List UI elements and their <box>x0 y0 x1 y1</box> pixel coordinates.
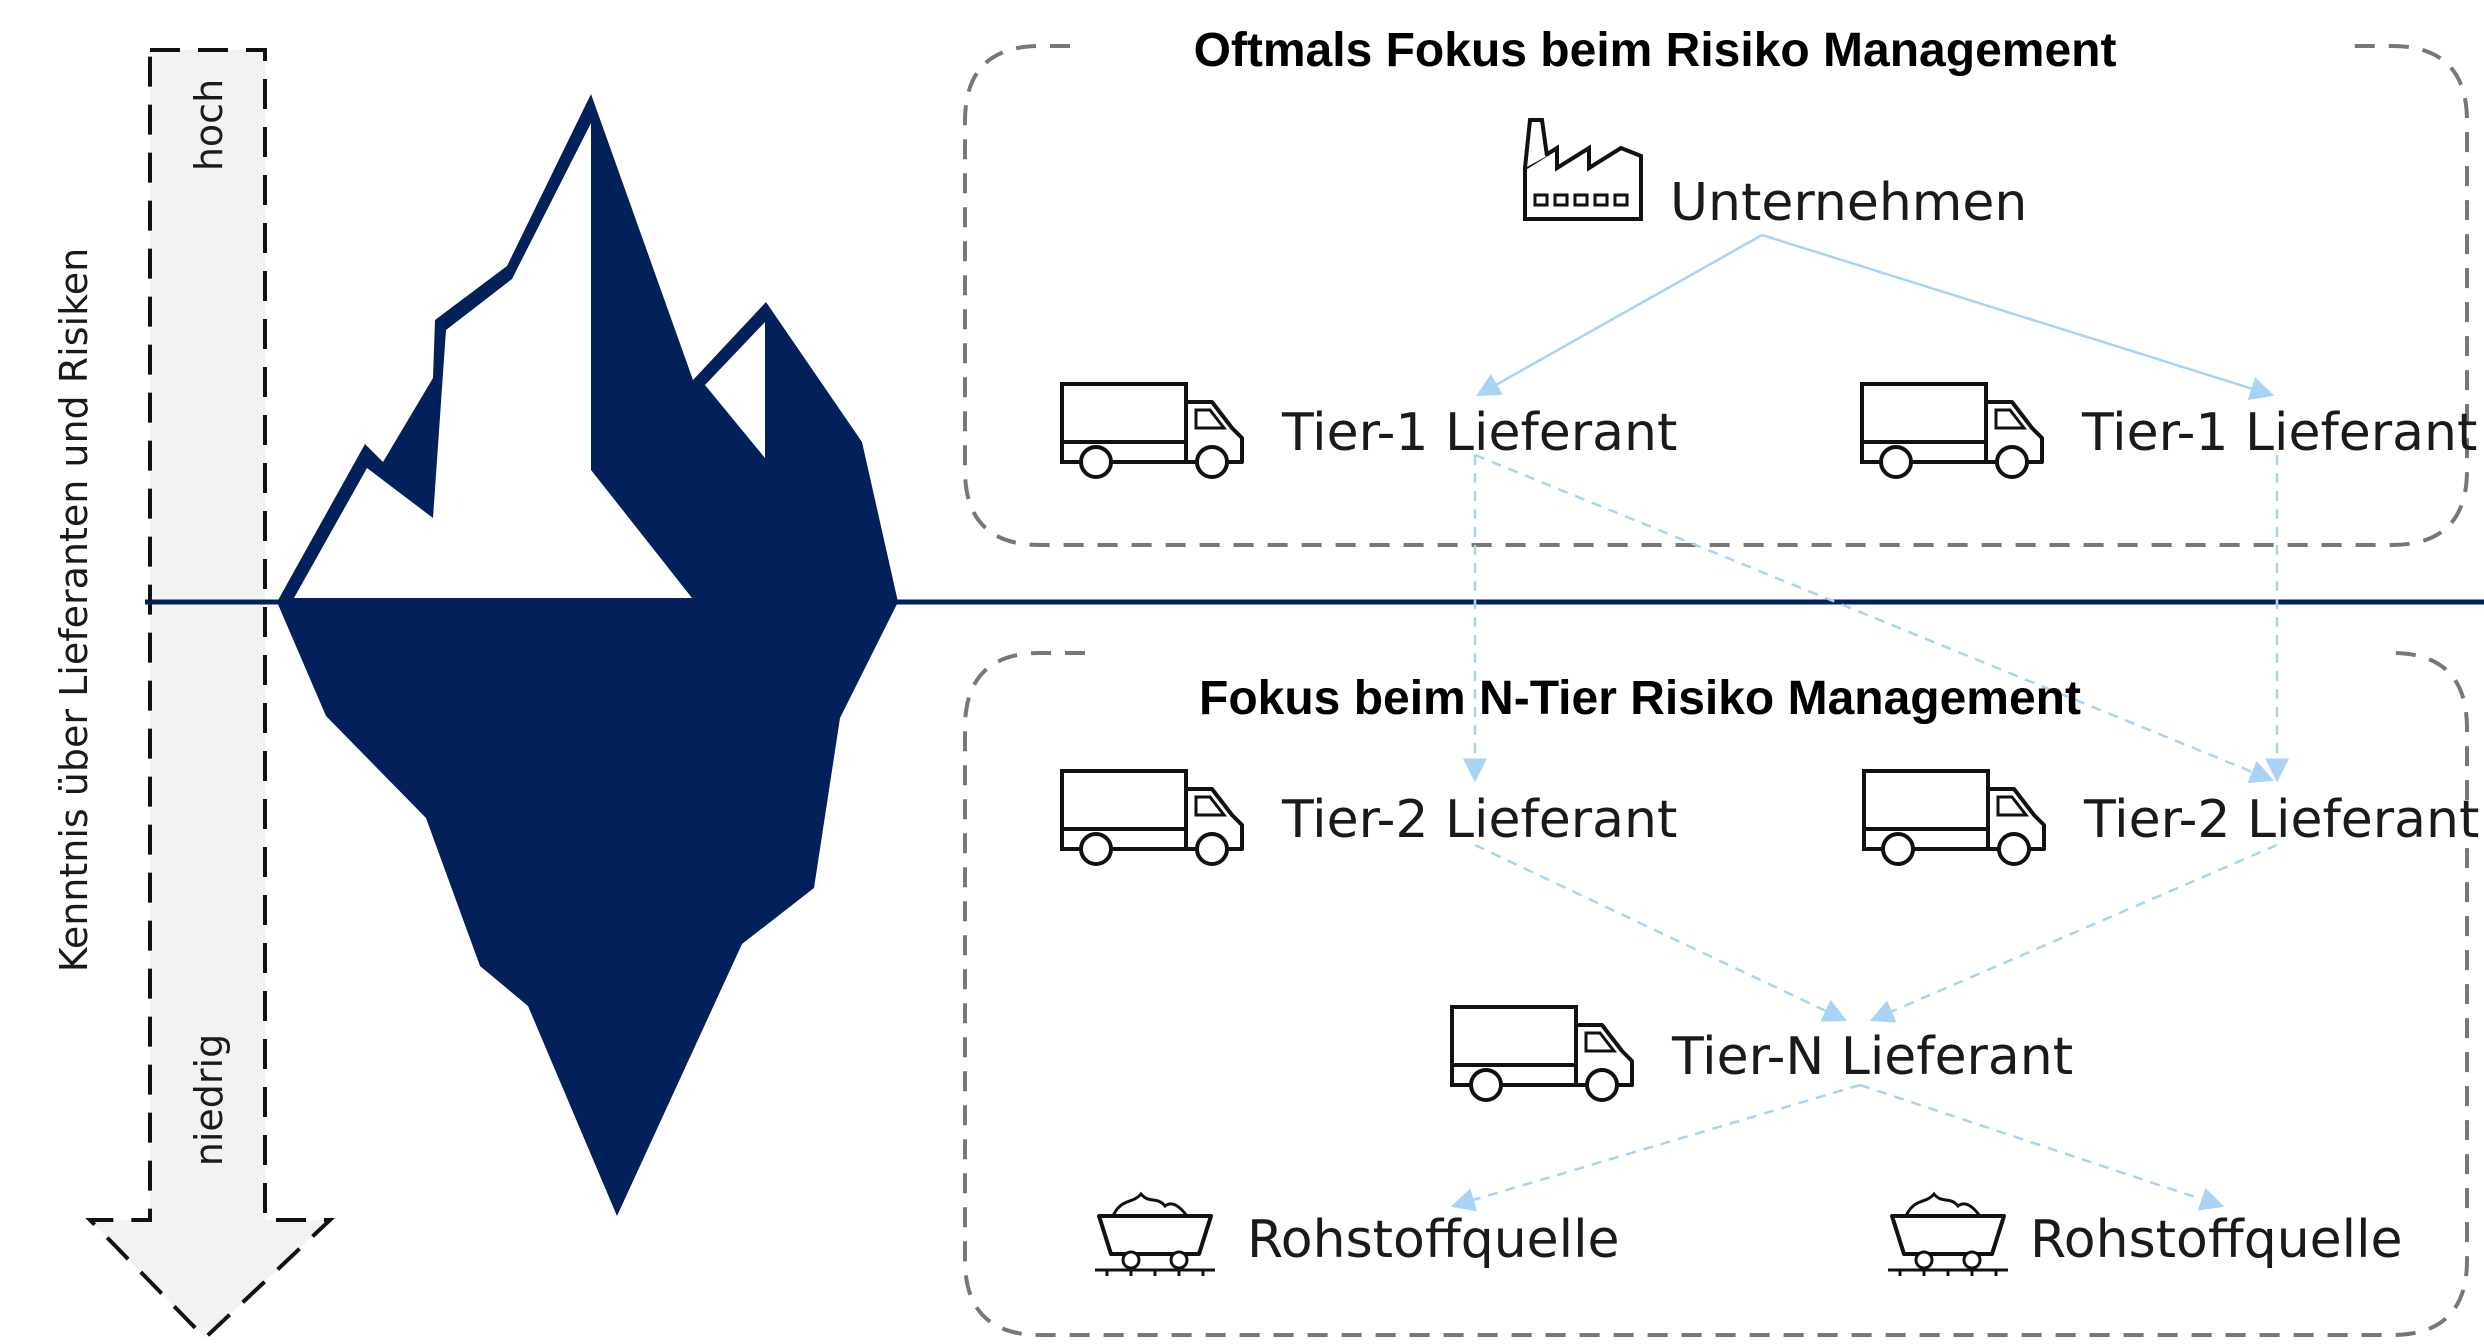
factory-icon <box>1523 118 1643 221</box>
truck-icon <box>1860 382 2044 479</box>
knowledge-arrow <box>85 48 336 1341</box>
connectors <box>1450 233 2289 1212</box>
tier1-right-label: Tier-1 Lieferant <box>2081 403 2477 463</box>
connector-tier1-left-tier2-right <box>1474 453 2275 783</box>
top-box <box>963 44 2469 547</box>
axis-label-low: niedrig <box>187 1034 231 1166</box>
truck-icon <box>1060 382 1244 479</box>
connector-tier2-right-tiern <box>1869 843 2278 1023</box>
iceberg <box>277 94 898 1216</box>
bottom-box <box>963 651 2469 1337</box>
connector-tiern-raw-left <box>1450 1083 1861 1212</box>
iceberg-tip-white-left <box>294 123 692 598</box>
raw-right-label: Rohstoffquelle <box>2030 1210 2403 1270</box>
bottom-box-title: Fokus beim N-Tier Risiko Management <box>1199 672 2081 725</box>
axis-label-high: hoch <box>187 79 231 171</box>
truck-icon <box>1060 769 1244 866</box>
connector-company-tier1-left <box>1475 233 1763 397</box>
iceberg-underwater <box>277 602 898 1216</box>
mine-cart-icon <box>1093 1192 1217 1278</box>
raw-left-label: Rohstoffquelle <box>1247 1210 1620 1270</box>
mine-cart-icon <box>1886 1192 2010 1278</box>
tier2-right-label: Tier-2 Lieferant <box>2083 790 2479 850</box>
connector-tiern-raw-right <box>1859 1083 2225 1211</box>
tiern-label: Tier-N Lieferant <box>1671 1027 2073 1087</box>
truck-icon <box>1450 1005 1634 1102</box>
truck-icon <box>1862 769 2046 866</box>
iceberg-tip-white-right <box>705 322 765 458</box>
tier1-left-label: Tier-1 Lieferant <box>1281 403 1677 463</box>
top-box-title: Oftmals Fokus beim Risiko Management <box>1194 24 2117 77</box>
connector-company-tier1-right <box>1761 233 2275 400</box>
axis-label-knowledge: Kenntnis über Lieferanten und Risiken <box>52 248 96 972</box>
tier2-left-label: Tier-2 Lieferant <box>1281 790 1677 850</box>
company-label: Unternehmen <box>1670 173 2027 233</box>
connector-tier2-left-tiern <box>1474 843 1848 1022</box>
